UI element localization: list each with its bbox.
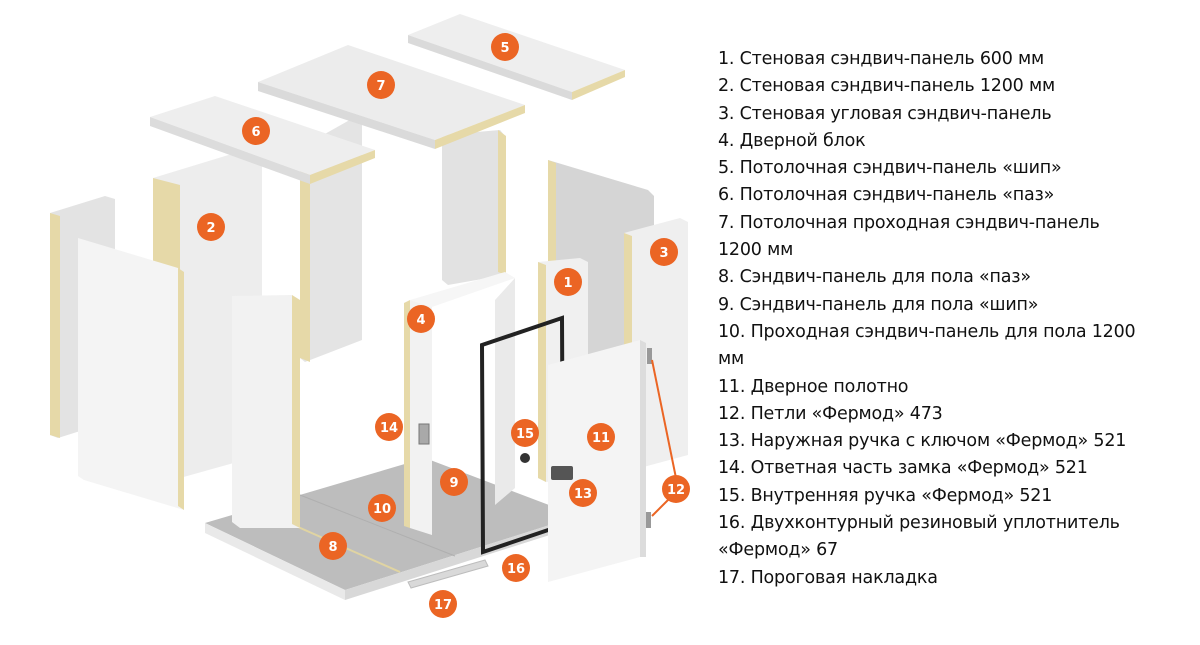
ceiling-panel-edge bbox=[150, 117, 310, 184]
svg-text:10: 10 bbox=[373, 502, 391, 517]
door-frame-post-core bbox=[404, 300, 410, 528]
legend-item: 16. Двухконтурный резиновый уплотнитель bbox=[718, 513, 1120, 534]
marker-1: 1 bbox=[554, 268, 582, 296]
door-leaf-face bbox=[548, 340, 640, 582]
hinge-leader bbox=[651, 359, 677, 479]
door-leaf bbox=[548, 340, 677, 582]
ceiling-panel-edge bbox=[258, 82, 435, 149]
legend-item-continuation: «Фермод» 67 bbox=[718, 540, 838, 561]
svg-text:11: 11 bbox=[592, 431, 610, 446]
floor-assembly bbox=[205, 458, 578, 600]
marker-11: 11 bbox=[587, 423, 615, 451]
wall-panel-front-left bbox=[78, 238, 184, 510]
panel-core-edge bbox=[498, 130, 506, 275]
marker-12: 12 bbox=[662, 475, 690, 503]
marker-9: 9 bbox=[440, 468, 468, 496]
panel-core-edge bbox=[538, 262, 546, 482]
number-markers: 1 2 3 4 5 6 7 8 9 10 11 12 13 14 15 16 1… bbox=[197, 33, 690, 618]
svg-text:7: 7 bbox=[376, 79, 385, 94]
svg-text:1: 1 bbox=[563, 276, 572, 291]
marker-3: 3 bbox=[650, 238, 678, 266]
svg-text:3: 3 bbox=[659, 246, 668, 261]
inner-handle bbox=[520, 453, 530, 463]
floor-seam bbox=[299, 494, 456, 557]
parts-legend: 1. Стеновая сэндвич-панель 600 мм 2. Сте… bbox=[718, 46, 1198, 592]
legend-item: 13. Наружная ручка с ключом «Фермод» 521 bbox=[718, 431, 1127, 452]
marker-13: 13 bbox=[569, 479, 597, 507]
door-frame-right-post bbox=[495, 278, 515, 505]
legend-item: 6. Потолочная сэндвич-панель «паз» bbox=[718, 185, 1055, 206]
ceiling-panel-edge bbox=[310, 150, 375, 184]
svg-text:17: 17 bbox=[434, 598, 452, 613]
panel-edge-right bbox=[292, 295, 300, 528]
legend-item: 4. Дверной блок bbox=[718, 130, 866, 151]
door-leaf-edge bbox=[640, 340, 646, 557]
door-frame-left-post bbox=[410, 300, 432, 535]
wall-panel-back-right bbox=[442, 130, 505, 285]
legend-item: 1. Стеновая сэндвич-панель 600 мм bbox=[718, 49, 1045, 69]
marker-5: 5 bbox=[491, 33, 519, 61]
legend-item: 17. Пороговая накладка bbox=[718, 567, 938, 588]
legend-item: 9. Сэндвич-панель для пола «шип» bbox=[718, 294, 1039, 315]
left-wall-panels bbox=[50, 153, 300, 528]
legend-item-continuation: 1200 мм bbox=[718, 240, 794, 261]
floor-panel-edge-left bbox=[205, 523, 345, 600]
legend-item: 12. Петли «Фермод» 473 bbox=[718, 403, 943, 424]
panel-core-edge bbox=[50, 213, 60, 438]
svg-text:5: 5 bbox=[500, 41, 509, 56]
lock-counterpart bbox=[418, 423, 430, 445]
svg-text:13: 13 bbox=[574, 487, 592, 502]
legend-item: 5. Потолочная сэндвич-панель «шип» bbox=[718, 158, 1062, 179]
cold-room-exploded-diagram: 1 2 3 4 5 6 7 8 9 10 11 12 13 14 15 16 1… bbox=[50, 14, 690, 618]
hinge-top bbox=[647, 348, 652, 364]
svg-text:6: 6 bbox=[251, 125, 260, 140]
svg-text:2: 2 bbox=[206, 221, 215, 236]
legend-item: 10. Проходная сэндвич-панель для пола 12… bbox=[718, 321, 1136, 342]
marker-4: 4 bbox=[407, 305, 435, 333]
legend-item: 15. Внутренняя ручка «Фермод» 521 bbox=[718, 485, 1053, 506]
hinge-bottom bbox=[646, 512, 651, 528]
marker-10: 10 bbox=[368, 494, 396, 522]
marker-17: 17 bbox=[429, 590, 457, 618]
svg-text:16: 16 bbox=[507, 562, 525, 577]
legend-item: 2. Стеновая сэндвич-панель 1200 мм bbox=[718, 76, 1055, 97]
marker-16: 16 bbox=[502, 554, 530, 582]
svg-text:9: 9 bbox=[449, 476, 458, 491]
marker-2: 2 bbox=[197, 213, 225, 241]
threshold-strip bbox=[407, 559, 489, 589]
legend-item: 8. Сэндвич-панель для пола «паз» bbox=[718, 267, 1031, 288]
ceiling-panel-edge bbox=[408, 35, 572, 100]
door-block bbox=[404, 272, 566, 555]
svg-text:12: 12 bbox=[667, 483, 685, 498]
floor-panel-top bbox=[205, 458, 578, 590]
svg-text:8: 8 bbox=[328, 540, 337, 555]
wall-panel-front-middle bbox=[232, 295, 300, 528]
legend-item: 3. Стеновая угловая сэндвич-панель bbox=[718, 103, 1052, 124]
panel-edge-right bbox=[178, 268, 184, 510]
marker-6: 6 bbox=[242, 117, 270, 145]
legend-item: 11. Дверное полотно bbox=[718, 376, 909, 397]
ceiling-panel-edge bbox=[435, 105, 525, 149]
marker-15: 15 bbox=[511, 419, 539, 447]
marker-14: 14 bbox=[375, 413, 403, 441]
legend-item: 7. Потолочная проходная сэндвич-панель bbox=[718, 212, 1100, 233]
marker-8: 8 bbox=[319, 532, 347, 560]
legend-item-continuation: мм bbox=[718, 349, 745, 370]
floor-panel-edge-right bbox=[345, 516, 578, 600]
door-frame-top bbox=[410, 272, 515, 307]
panel-core-edge bbox=[300, 148, 310, 362]
marker-7: 7 bbox=[367, 71, 395, 99]
svg-text:4: 4 bbox=[416, 313, 425, 328]
outer-handle-with-key bbox=[551, 466, 573, 480]
svg-text:14: 14 bbox=[380, 421, 398, 436]
svg-text:15: 15 bbox=[516, 427, 534, 442]
legend-item: 14. Ответная часть замка «Фермод» 521 bbox=[718, 458, 1088, 479]
ceiling-panel-edge bbox=[572, 70, 625, 100]
